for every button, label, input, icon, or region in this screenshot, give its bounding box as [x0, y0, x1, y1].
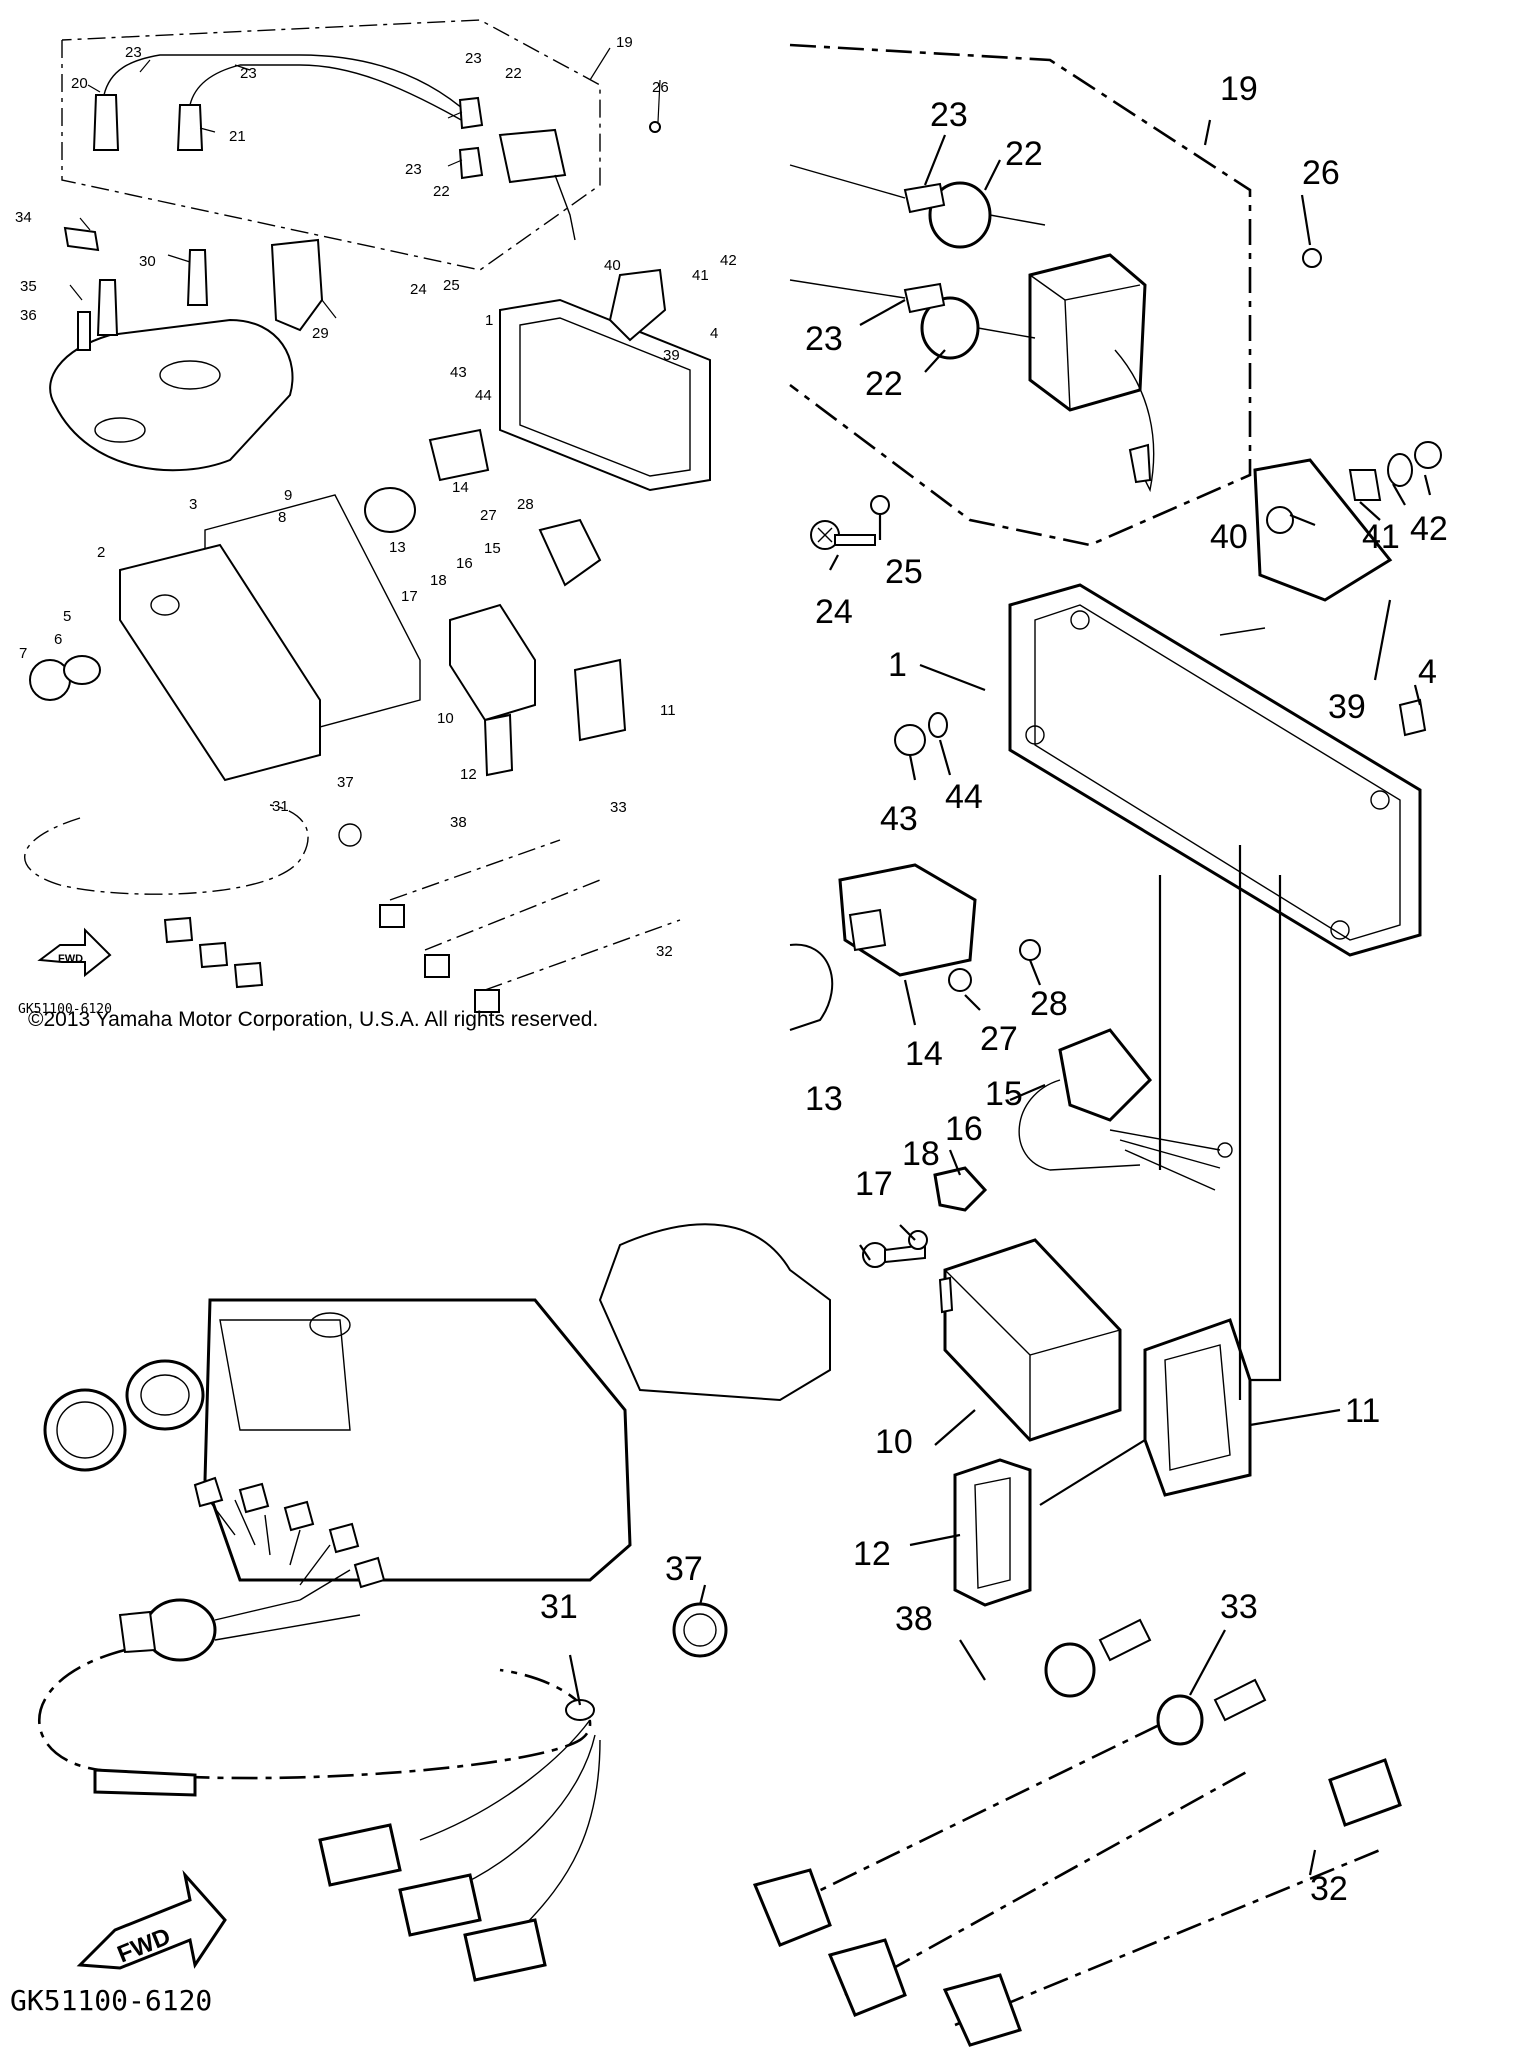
callout-large-4: 23 — [805, 320, 843, 358]
callout-large-20: 15 — [985, 1075, 1023, 1113]
callout-small-23: 43 — [450, 364, 467, 381]
copyright-notice: ©2013 Yamaha Motor Corporation, U.S.A. A… — [28, 1008, 599, 1031]
callout-large-2: 22 — [1005, 135, 1043, 173]
overview-leaders — [69, 47, 661, 319]
callout-large-8: 40 — [1210, 518, 1248, 556]
callout-large-13: 1 — [888, 646, 907, 684]
callout-small-26: 9 — [284, 487, 292, 504]
fwd-label-small: FWD — [58, 953, 83, 965]
callout-large-28: 37 — [665, 1550, 703, 1588]
callout-small-21: 4 — [710, 325, 718, 342]
callout-large-25: 11 — [1345, 1392, 1380, 1430]
callout-small-31: 28 — [517, 496, 534, 513]
callout-large-12: 4 — [1418, 653, 1437, 691]
callout-small-4: 23 — [465, 50, 482, 67]
callout-small-19: 42 — [720, 252, 737, 269]
callout-small-27: 8 — [278, 509, 286, 526]
callout-large-16: 14 — [905, 1035, 943, 1073]
callout-small-41: 11 — [660, 702, 676, 719]
callout-small-35: 17 — [401, 588, 418, 605]
detail-diagram: FWD — [10, 43, 1448, 2047]
detail-labels: 19 23 22 26 23 22 24 25 40 41 42 39 4 1 … — [540, 70, 1448, 1908]
callout-small-29: 14 — [452, 479, 469, 496]
callout-small-22: 1 — [485, 312, 493, 329]
callout-small-47: 32 — [656, 943, 673, 960]
callout-small-45: 38 — [450, 814, 467, 831]
callout-small-10: 34 — [15, 209, 32, 226]
callout-small-36: 2 — [97, 544, 105, 561]
callout-small-42: 12 — [460, 766, 477, 783]
callout-small-44: 31 — [272, 798, 289, 815]
callout-small-6: 23 — [405, 161, 422, 178]
callout-large-14: 43 — [880, 800, 918, 838]
callout-small-5: 22 — [505, 65, 522, 82]
callout-small-1: 23 — [240, 65, 257, 82]
callout-small-13: 36 — [20, 307, 37, 324]
callout-small-12: 35 — [20, 278, 37, 295]
callout-small-18: 41 — [692, 267, 709, 284]
callout-small-30: 27 — [480, 507, 497, 524]
diagram-code-large: GK51100-6120 — [10, 1984, 212, 2017]
callout-small-20: 39 — [663, 347, 680, 364]
callout-large-19: 13 — [805, 1080, 843, 1118]
callout-large-22: 18 — [902, 1135, 940, 1173]
callout-large-5: 22 — [865, 365, 903, 403]
fwd-arrow-icon-large — [76, 1869, 227, 1970]
callout-large-29: 38 — [895, 1600, 933, 1638]
callout-small-16: 25 — [443, 277, 460, 294]
callout-small-32: 15 — [484, 540, 501, 557]
overview-diagram: FWD 23 23 20 21 23 22 23 22 19 — [15, 19, 737, 1017]
callout-small-38: 6 — [54, 631, 62, 648]
fwd-arrow-icon-small — [37, 927, 112, 978]
callout-small-11: 30 — [139, 253, 156, 270]
diagram-code-small: GK51100-6120 — [18, 1002, 112, 1017]
overview-labels: 23 23 20 21 23 22 23 22 19 26 34 30 35 3… — [15, 34, 737, 960]
callout-small-7: 22 — [433, 183, 450, 200]
callout-large-11: 39 — [1328, 688, 1366, 726]
callout-large-24: 10 — [875, 1423, 913, 1461]
callout-small-17: 40 — [604, 257, 621, 274]
callout-small-3: 21 — [229, 128, 246, 145]
callout-large-30: 33 — [1220, 1588, 1258, 1626]
detail-leaders — [568, 134, 1432, 1876]
callout-small-28: 13 — [389, 539, 406, 556]
callout-large-6: 24 — [815, 593, 853, 631]
callout-large-10: 42 — [1410, 510, 1448, 548]
callout-large-31: 32 — [1310, 1870, 1348, 1908]
callout-large-7: 25 — [885, 553, 923, 591]
callout-large-1: 23 — [930, 96, 968, 134]
callout-large-15: 44 — [945, 778, 983, 816]
callout-large-27: 31 — [540, 1588, 578, 1626]
callout-small-0: 23 — [125, 44, 142, 61]
callout-large-17: 27 — [980, 1020, 1018, 1058]
callout-small-43: 37 — [337, 774, 354, 791]
callout-small-25: 3 — [189, 496, 197, 513]
callout-small-40: 10 — [437, 710, 454, 727]
callout-small-34: 18 — [430, 572, 447, 589]
callout-large-3: 26 — [1302, 154, 1340, 192]
callout-large-23: 17 — [855, 1165, 893, 1203]
callout-small-2: 20 — [71, 75, 88, 92]
callout-large-0: 19 — [1220, 70, 1258, 108]
callout-small-15: 24 — [410, 281, 427, 298]
callout-small-14: 29 — [312, 325, 329, 342]
callout-large-21: 16 — [945, 1110, 983, 1148]
callout-small-8: 19 — [616, 34, 633, 51]
callout-small-46: 33 — [610, 799, 627, 816]
callout-small-37: 5 — [63, 608, 71, 625]
callout-large-9: 41 — [1362, 518, 1400, 556]
callout-large-18: 28 — [1030, 985, 1068, 1023]
callout-large-26: 12 — [853, 1535, 891, 1573]
callout-small-24: 44 — [475, 387, 492, 404]
callout-small-9: 26 — [652, 79, 669, 96]
callout-small-39: 7 — [19, 645, 27, 662]
callout-small-33: 16 — [456, 555, 473, 572]
